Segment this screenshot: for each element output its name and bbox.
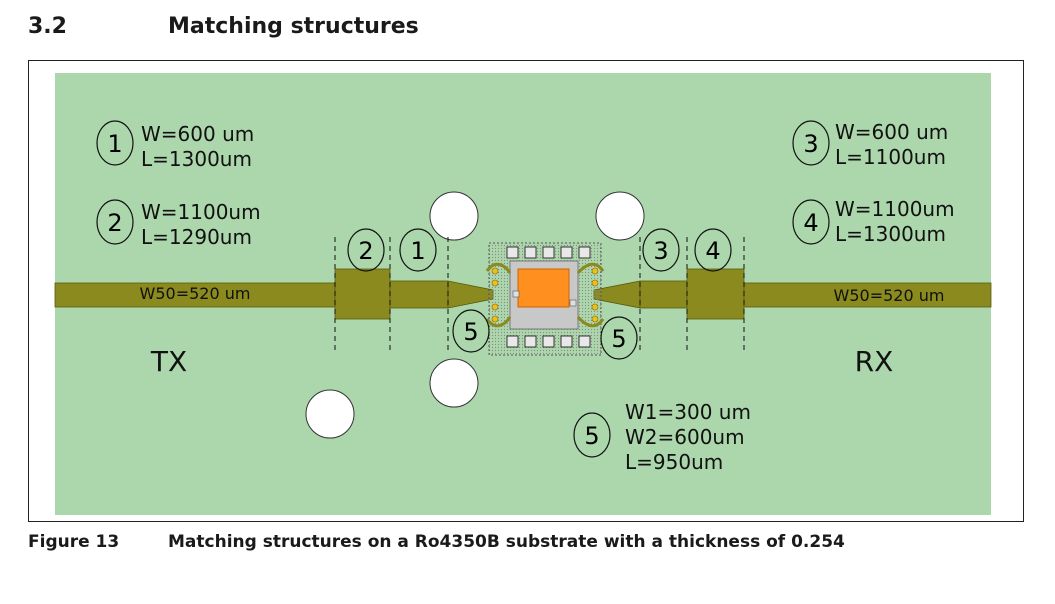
legend-line: L=1290um	[141, 225, 252, 249]
legend-num: 2	[107, 209, 122, 237]
package-pads-bottom	[506, 335, 591, 348]
bond-wires	[485, 262, 605, 328]
legend-num: 3	[803, 130, 818, 158]
legend-num: 4	[803, 209, 818, 237]
line-width-label-right: W50=520 um	[834, 286, 945, 305]
bond-pads	[491, 267, 599, 323]
port-label-rx: RX	[855, 345, 894, 378]
legend-marker	[792, 120, 830, 166]
marker-label: 4	[705, 237, 720, 265]
rf-pin-left	[512, 290, 520, 298]
mounting-hole	[595, 191, 645, 241]
rf-pin-right	[569, 299, 577, 307]
legend-line: W1=300 um	[625, 400, 751, 424]
marker-label: 5	[611, 325, 626, 353]
marker-label: 5	[463, 318, 478, 346]
legend-num: 1	[107, 130, 122, 158]
legend-line: W=600 um	[835, 120, 948, 144]
section-number: 3.2	[28, 14, 67, 39]
legend-line: L=1300um	[835, 222, 946, 246]
matching-section-2	[334, 268, 391, 320]
legend-line: W=600 um	[141, 122, 254, 146]
package-pads-top	[506, 246, 591, 259]
mounting-hole	[429, 358, 479, 408]
legend-line: W=1100um	[141, 200, 261, 224]
figure-caption-text: Matching structures on a Ro4350B substra…	[168, 532, 845, 552]
mounting-hole	[429, 191, 479, 241]
section-marker-circles	[347, 228, 732, 360]
matching-structures-diagram: 2 1 3 4 5 5 W50=520 um W50=520 um TX RX …	[54, 73, 992, 515]
section-boundaries	[334, 237, 745, 353]
port-label-tx: TX	[150, 345, 187, 378]
legend-marker	[573, 412, 611, 458]
legend-line: L=1100um	[835, 145, 946, 169]
legend-num: 5	[584, 422, 599, 450]
legend-line: W=1100um	[835, 197, 955, 221]
legend-marker	[792, 199, 830, 245]
marker-label: 1	[410, 237, 425, 265]
mounting-hole	[305, 389, 355, 439]
matching-section-4	[686, 268, 745, 320]
marker-label: 2	[358, 237, 373, 265]
legend-line: L=1300um	[141, 147, 252, 171]
legend-line: W2=600um	[625, 425, 745, 449]
figure-label: Figure 13	[28, 532, 120, 552]
section-title: Matching structures	[168, 14, 419, 39]
legend-line: L=950um	[625, 450, 723, 474]
line-width-label-left: W50=520 um	[140, 284, 251, 303]
matching-section-3	[639, 280, 688, 309]
chip-die	[517, 268, 570, 308]
legend-marker	[96, 120, 134, 166]
matching-section-1	[389, 280, 449, 309]
legend-marker	[96, 199, 134, 245]
marker-label: 3	[653, 237, 668, 265]
figure-frame: 2 1 3 4 5 5 W50=520 um W50=520 um TX RX …	[28, 60, 1024, 522]
